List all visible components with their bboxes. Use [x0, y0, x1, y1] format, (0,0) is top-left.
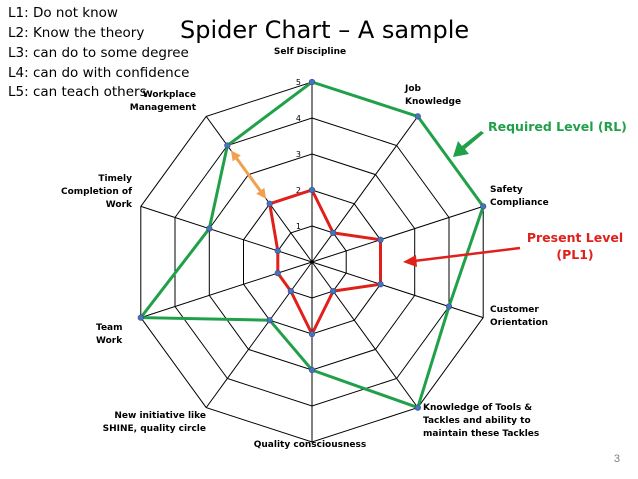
series-present-point-7 — [287, 288, 294, 295]
axis-label-line: Knowledge — [405, 97, 461, 107]
gap-arrow-shaft — [233, 154, 264, 195]
series-present-point-8 — [274, 270, 281, 277]
chart-title: Spider Chart – A sample — [180, 16, 470, 44]
series-required-point-9 — [206, 225, 213, 232]
legend-level-1: L1: Do not know — [8, 5, 118, 21]
series-required-point-10 — [224, 142, 231, 149]
series-required-point-3 — [480, 203, 487, 210]
axis-spoke-4 — [311, 261, 484, 319]
legend-level-4: L4: can do with confidence — [8, 65, 190, 81]
gap-arrow-head-top — [230, 150, 241, 162]
required-level-label: Required Level (RL) — [488, 119, 627, 134]
scale-tick-label-4: 4 — [296, 114, 301, 123]
series-present-point-9 — [274, 247, 281, 254]
axis-label-5: Knowledge of Tools & Tackles and ability … — [423, 403, 539, 439]
axis-label-line: Compliance — [490, 198, 549, 208]
present-callout-arrow-head — [403, 255, 417, 267]
axis-label-line: Orientation — [490, 318, 548, 328]
axis-spoke-2 — [311, 116, 419, 263]
axis-spoke-3 — [311, 205, 484, 263]
axis-spoke-8 — [140, 261, 313, 319]
gap-arrow-head-bottom — [256, 187, 267, 199]
axis-label-line: Knowledge of Tools & — [423, 403, 532, 413]
axis-label-line: Team — [96, 323, 123, 333]
series-required-point-5 — [414, 404, 421, 411]
scale-tick-label-1: 1 — [296, 222, 301, 231]
series-present-point-3 — [377, 236, 384, 243]
series-required-point-7 — [266, 317, 273, 324]
axis-label-6: Quality consciousness — [254, 440, 366, 450]
axis-spoke-9 — [140, 205, 313, 263]
series-present-point-5 — [330, 288, 337, 295]
axis-label-line: Work — [106, 200, 133, 210]
axis-label-line: Completion of — [61, 187, 132, 197]
axis-label-line: SHINE, quality circle — [103, 424, 206, 434]
scale-tick-label-2: 2 — [296, 186, 301, 195]
axis-label-line: Customer — [490, 305, 539, 315]
series-required-point-4 — [445, 303, 453, 310]
axis-label-line: Work — [96, 336, 123, 346]
scale-tick-label-3: 3 — [296, 150, 301, 159]
axis-label-line: Tackles and ability to — [423, 416, 531, 426]
series-present-point-1 — [308, 186, 316, 194]
present-level-label: Present Level (PL1) — [527, 230, 623, 262]
axis-label-line: maintain these Tackles — [423, 429, 539, 439]
series-present-line — [268, 188, 382, 338]
series-required-point-6 — [308, 366, 316, 374]
axis-spoke-5 — [311, 261, 419, 408]
series-present-point-6 — [308, 330, 316, 338]
series-required-point-8 — [137, 314, 144, 321]
scale-tick-label-5: 5 — [296, 78, 301, 87]
series-present-point-4 — [377, 281, 384, 288]
axis-spoke-7 — [205, 261, 313, 408]
axis-label-line: Safety — [490, 185, 523, 195]
present-callout-arrow-shaft — [413, 246, 521, 263]
axis-label-line: Self Discipline — [274, 47, 346, 57]
axis-label-line: Timely — [98, 174, 132, 184]
series-required-point-2 — [414, 113, 421, 120]
legend-level-3: L3: can do to some degree — [8, 45, 189, 61]
page-number: 3 — [613, 453, 620, 465]
axis-label-line: New initiative like — [114, 411, 206, 421]
present-level-label-line: (PL1) — [556, 247, 593, 262]
axis-label-line: Workplace — [143, 90, 196, 100]
present-level-label-line: Present Level — [527, 230, 623, 245]
axis-label-1: Self Discipline — [274, 47, 346, 57]
series-present-point-2 — [330, 229, 337, 236]
legend-level-5: L5: can teach others — [8, 84, 147, 100]
axis-label-line: Management — [130, 103, 197, 113]
series-present-point-10 — [266, 200, 273, 207]
required-callout-arrow — [453, 131, 484, 157]
series-required-point-1 — [308, 78, 316, 86]
axis-label-line: Job — [404, 84, 422, 94]
axis-label-line: Quality consciousness — [254, 440, 366, 450]
legend-level-2: L2: Know the theory — [8, 25, 145, 41]
